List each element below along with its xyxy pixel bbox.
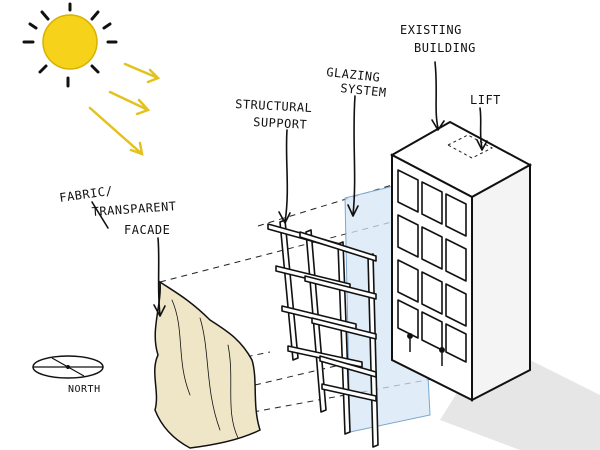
glazing-system-label-line2: SYSTEM [340, 81, 388, 100]
sun-arrow-icon [125, 64, 158, 82]
structural-support-label: STRUCTURAL [235, 97, 313, 115]
fabric-facade-label: FABRIC/ [58, 184, 114, 205]
structural-support-label-line2: SUPPORT [253, 115, 308, 132]
sun-arrow-icon [110, 92, 148, 114]
north-compass-icon [33, 356, 103, 378]
existing-building [392, 122, 530, 400]
north-label: NORTH [68, 384, 101, 395]
sun-icon [24, 4, 116, 86]
existing-building-label: EXISTING [400, 23, 462, 37]
fabric-facade-label-line2: TRANSPARENT [91, 199, 177, 219]
lift-label: LIFT [470, 93, 501, 107]
sunlight-arrows [90, 64, 158, 154]
fabric-facade-label-line3: FACADE [124, 223, 170, 237]
existing-building-label-line2: BUILDING [414, 41, 476, 55]
sun-arrow-icon [90, 108, 142, 154]
